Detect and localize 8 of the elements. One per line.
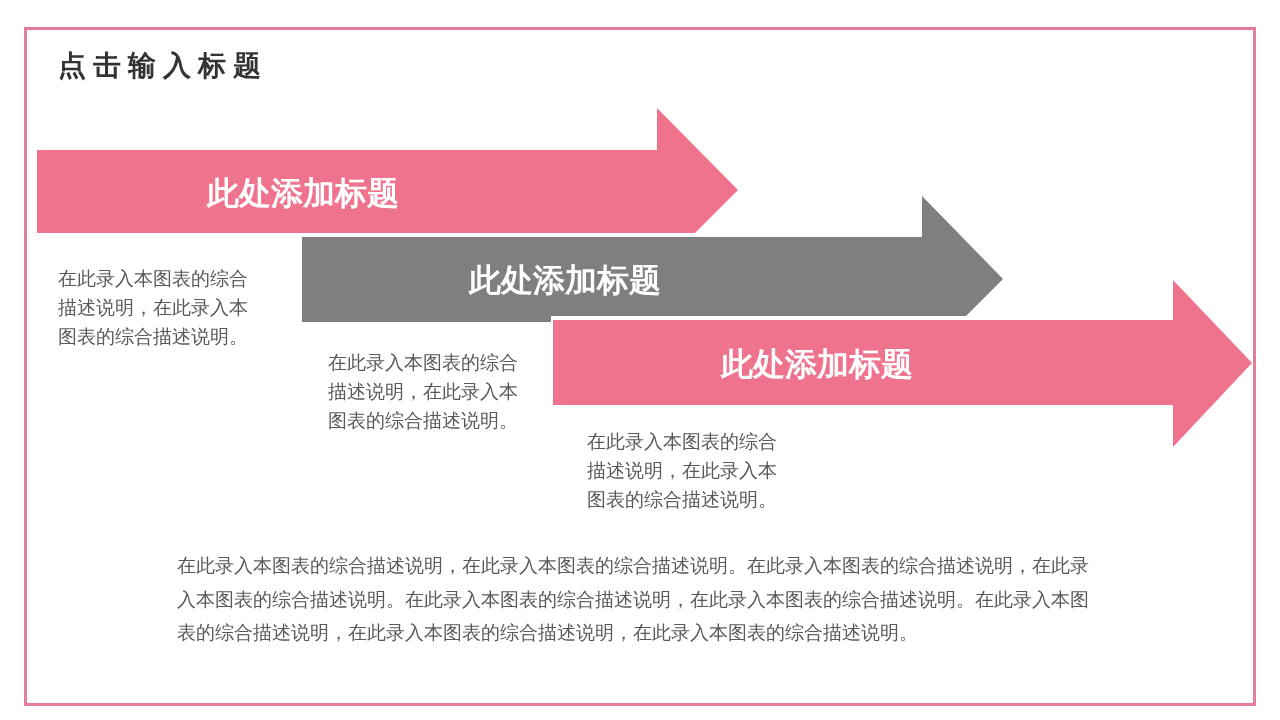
description-text: 在此录入本图表的综合描述说明，在此录入本图表的综合描述说明。 [587,430,778,512]
slide-title: 点击输入标题 [58,49,268,83]
arrow-title: 此处添加标题 [207,174,399,212]
description-text: 在此录入本图表的综合描述说明，在此录入本图表的综合描述说明。 [328,351,519,433]
arrow-title: 此处添加标题 [469,261,661,299]
description-text: 在此录入本图表的综合描述说明，在此录入本图表的综合描述说明。 [58,267,249,349]
description-paragraph: 在此录入本图表的综合描述说明，在此录入本图表的综合描述说明。在此录入本图表的综合描述说明，在此录入本图表的综合描述说明。在此录入本图表的综合描述说明，在此录入本图表的综合描述说明。在此录入本图表的综合描述说明，在此录入本图表的综合描述说明，在此录入本图表的综合描述说明。 [177,554,1089,645]
arrow-title: 此处添加标题 [721,345,913,383]
